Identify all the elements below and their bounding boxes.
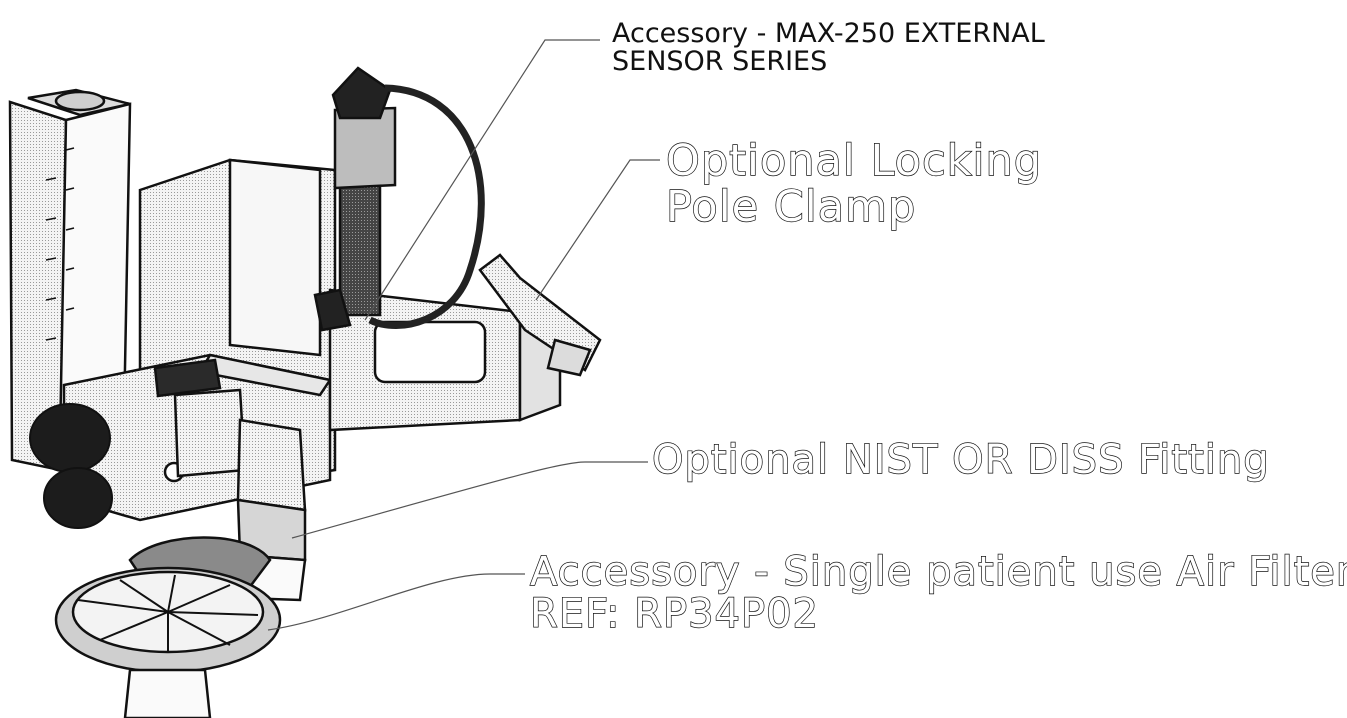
external-sensor bbox=[313, 66, 485, 332]
callout-clamp-line1: Optional Locking bbox=[665, 136, 1043, 186]
air-filter bbox=[54, 536, 282, 718]
callout-sensor: Accessory - MAX-250 EXTERNAL SENSOR SERI… bbox=[612, 20, 1045, 75]
callout-clamp-line2: Pole Clamp bbox=[665, 182, 917, 232]
callout-filter-line2: REF: RP34P02 bbox=[529, 591, 819, 637]
callout-fitting-line1: Optional NIST OR DISS Fitting bbox=[651, 437, 1270, 483]
leader-sensor bbox=[364, 39, 600, 321]
leader-clamp bbox=[535, 159, 660, 301]
control-knobs bbox=[29, 403, 113, 529]
callout-sensor-line2: SENSOR SERIES bbox=[612, 46, 828, 77]
callout-fitting: Optional NIST OR DISS Fitting bbox=[651, 437, 1270, 483]
leader-fitting bbox=[291, 461, 648, 539]
callout-clamp: Optional Locking Pole Clamp bbox=[665, 139, 1042, 232]
flowmeter-tube bbox=[8, 88, 132, 472]
leader-lines bbox=[267, 39, 660, 631]
callout-filter-line1: Accessory - Single patient use Air Filte… bbox=[529, 549, 1347, 595]
nist-diss-fitting bbox=[153, 358, 307, 602]
callout-filter: Accessory - Single patient use Air Filte… bbox=[529, 549, 1347, 637]
callout-sensor-line1: Accessory - MAX-250 EXTERNAL bbox=[612, 18, 1045, 49]
leader-filter bbox=[267, 573, 525, 631]
